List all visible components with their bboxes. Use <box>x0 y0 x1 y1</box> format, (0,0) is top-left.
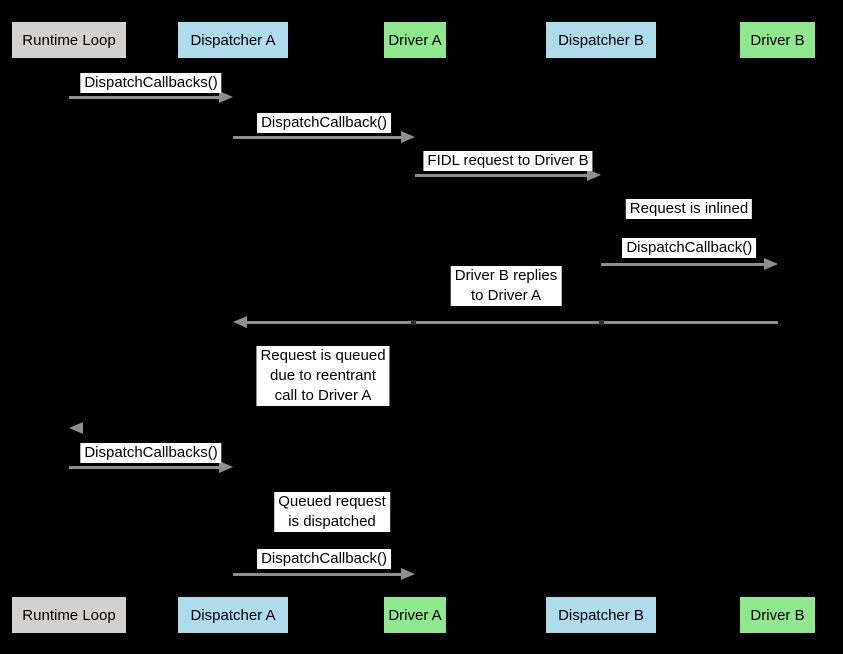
msg-fidl-request-line <box>415 174 589 177</box>
note-request-inlined: Request is inlined <box>625 199 753 219</box>
msg-reply-to-driver-a-lifeline-notch-0 <box>411 320 416 325</box>
msg-reply-to-driver-a-arrowhead-icon <box>233 316 247 328</box>
msg-dispatch-callback-a2-label: DispatchCallback() <box>257 549 391 569</box>
msg-dispatch-callbacks-2-line <box>69 466 221 469</box>
msg-return-dashed-arrowhead-icon <box>69 422 83 434</box>
actor-dispatcher-b-bottom: Dispatcher B <box>546 597 656 633</box>
actor-driver-a-top: Driver A <box>384 22 446 58</box>
msg-dispatch-callbacks-1-line <box>69 96 221 99</box>
msg-dispatch-callback-a1-arrowhead-icon <box>401 131 415 143</box>
actor-dispatcher-a-bottom: Dispatcher A <box>178 597 288 633</box>
msg-fidl-request-arrowhead-icon <box>587 169 601 181</box>
actor-dispatcher-a-top: Dispatcher A <box>178 22 288 58</box>
msg-dispatch-callbacks-1-label: DispatchCallbacks() <box>80 73 222 93</box>
actor-driver-b-top: Driver B <box>740 22 815 58</box>
actor-driver-b-bottom: Driver B <box>740 597 815 633</box>
actor-runtime-loop-bottom: Runtime Loop <box>12 597 126 633</box>
msg-dispatch-callback-a1-label: DispatchCallback() <box>257 113 391 133</box>
actor-dispatcher-b-top: Dispatcher B <box>546 22 656 58</box>
msg-dispatch-callback-b-arrowhead-icon <box>763 258 778 270</box>
msg-dispatch-callbacks-1-arrowhead-icon <box>219 91 233 103</box>
msg-reply-to-driver-a-line <box>245 321 778 324</box>
msg-dispatch-callbacks-2-label: DispatchCallbacks() <box>80 443 222 463</box>
msg-reply-to-driver-a-lifeline-notch-1 <box>599 320 604 325</box>
msg-dispatch-callback-a1-line <box>233 136 403 139</box>
msg-return-dashed-line <box>81 427 233 430</box>
msg-dispatch-callback-a2-line <box>233 573 403 576</box>
actor-runtime-loop-top: Runtime Loop <box>12 22 126 58</box>
msg-dispatch-callbacks-2-arrowhead-icon <box>219 461 233 473</box>
msg-dispatch-callback-b-label: DispatchCallback() <box>622 238 757 258</box>
msg-fidl-request-label: FIDL request to Driver B <box>423 151 593 171</box>
actor-driver-a-bottom: Driver A <box>384 597 446 633</box>
msg-dispatch-callback-a2-arrowhead-icon <box>401 568 415 580</box>
msg-dispatch-callback-b-line <box>601 263 766 266</box>
